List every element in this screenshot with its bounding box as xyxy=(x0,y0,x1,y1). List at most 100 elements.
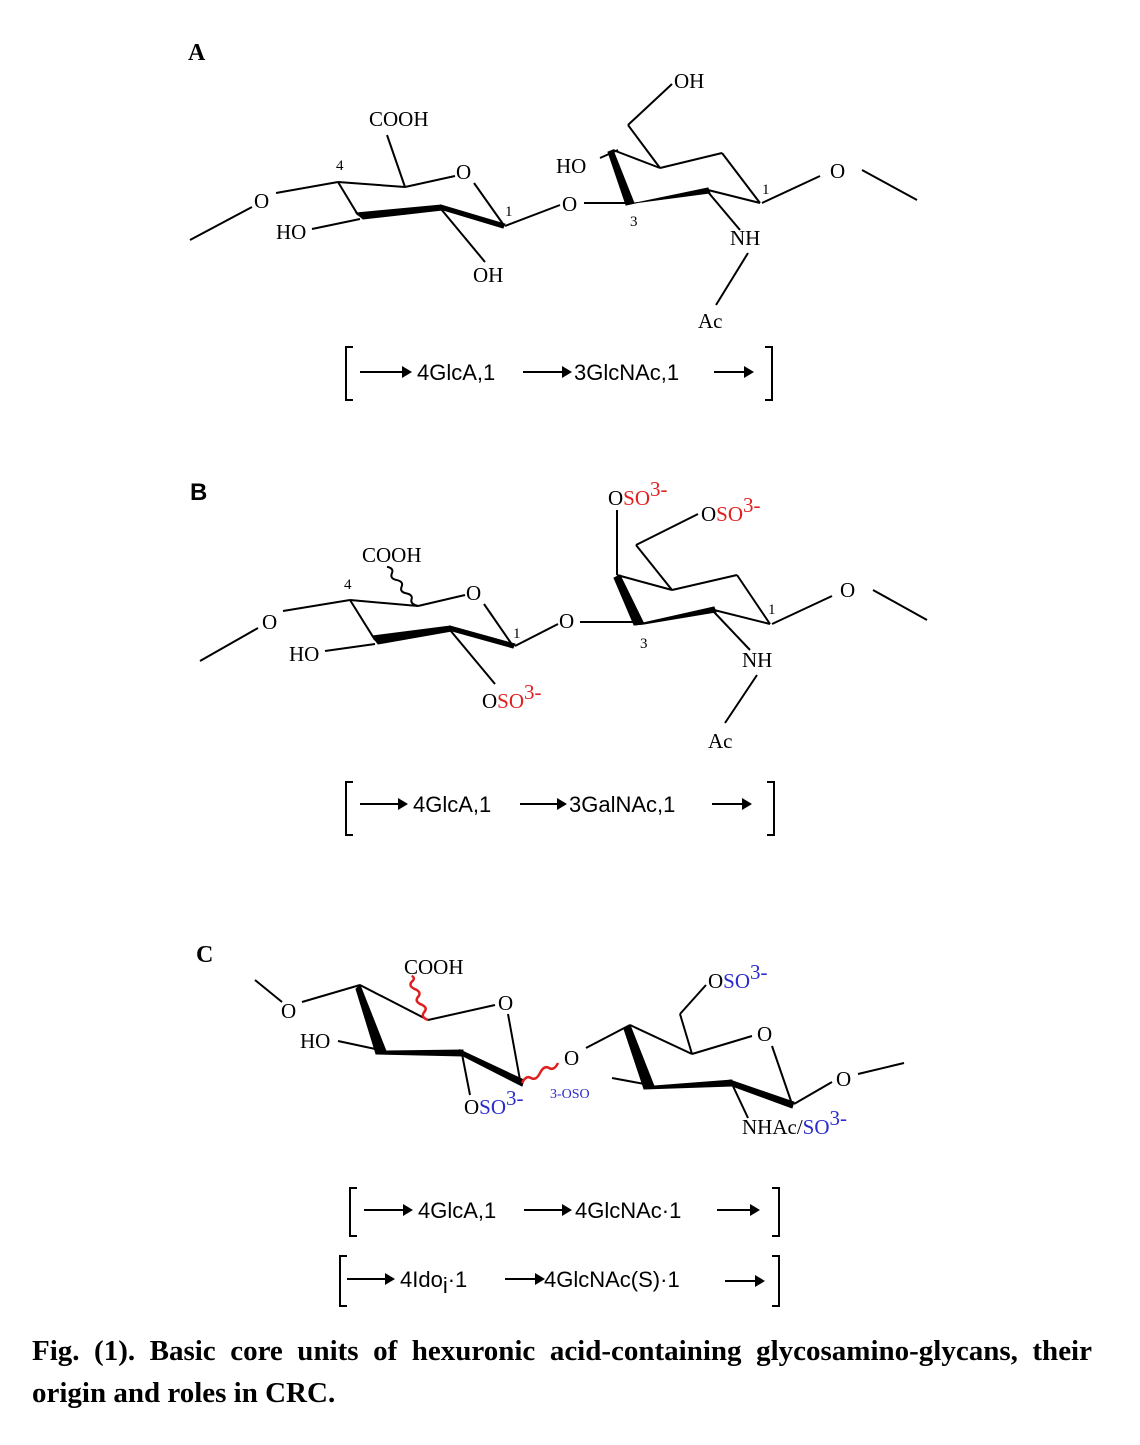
bond xyxy=(275,181,339,194)
bond xyxy=(337,181,406,188)
wedge-bond xyxy=(633,606,717,626)
atom-o: O xyxy=(482,689,497,713)
bond xyxy=(731,1083,749,1119)
bond xyxy=(629,1024,693,1055)
arrowhead xyxy=(402,366,412,378)
oso-3-label: 3-OSO xyxy=(550,1087,590,1102)
bond xyxy=(713,609,771,625)
charge: 3- xyxy=(506,1086,524,1110)
bond xyxy=(724,674,758,724)
arrowhead xyxy=(557,798,567,810)
atom-ho-left: HO xyxy=(300,1029,330,1053)
so3-group: SO xyxy=(716,502,743,526)
iduronic-subscript: i xyxy=(443,1273,448,1298)
atom-nh: NH xyxy=(730,226,760,250)
sequence-unit: 4GlcNAc(S)·1 xyxy=(544,1267,680,1292)
atom-ac: Ac xyxy=(698,309,723,333)
atom-o-link: O xyxy=(559,609,574,633)
arrowhead xyxy=(385,1273,395,1285)
bond xyxy=(427,1004,496,1021)
sequence-a: 4GlcA,1 3GlcNAc,1 xyxy=(345,346,773,401)
arrowhead xyxy=(403,1204,413,1216)
atom-o: O xyxy=(608,486,623,510)
atom-o-ring2: O xyxy=(757,1022,772,1046)
atom-o-link: O xyxy=(562,192,577,216)
bracket-right xyxy=(765,346,773,401)
oso3-ch2: OSO3- xyxy=(708,960,768,993)
bond xyxy=(721,152,761,204)
atom-oh-bottom: OH xyxy=(473,263,503,287)
so3-group: SO xyxy=(723,969,750,993)
bracket-right xyxy=(772,1255,780,1307)
bond xyxy=(386,134,406,188)
charge: 3- xyxy=(650,477,668,501)
wedge-bond xyxy=(449,625,516,649)
so3-group: SO xyxy=(623,486,650,510)
panel-c-label: C xyxy=(196,942,213,968)
arrowhead xyxy=(398,798,408,810)
sequence-unit: 3GlcNAc,1 xyxy=(574,360,679,385)
wedge-bond xyxy=(729,1079,795,1109)
arrowhead xyxy=(535,1273,545,1285)
oso-prefix: 3-OSO xyxy=(550,1087,590,1102)
bond xyxy=(659,152,723,169)
bond xyxy=(301,984,361,1003)
wedge-bond xyxy=(643,1079,733,1090)
sequence-unit: 4GlcA,1 xyxy=(418,1198,496,1223)
atom-ac: Ac xyxy=(708,729,733,753)
atom-o-ring1: O xyxy=(498,991,513,1015)
bracket-left xyxy=(349,1187,357,1237)
arrowhead xyxy=(562,366,572,378)
atom-cooh: COOH xyxy=(404,955,464,979)
bond xyxy=(861,169,918,201)
atom-o-left: O xyxy=(254,189,269,213)
bond xyxy=(612,149,661,169)
bond xyxy=(337,181,359,216)
bond xyxy=(324,643,376,652)
atom-ho-ring2: HO xyxy=(556,154,586,178)
atom-o: O xyxy=(708,969,723,993)
so3-group: SO xyxy=(479,1095,506,1119)
iduronic-link: ·1 xyxy=(448,1267,468,1292)
atom-o-right: O xyxy=(836,1067,851,1091)
bond xyxy=(483,603,514,647)
bond xyxy=(771,595,833,625)
bond xyxy=(504,204,561,227)
charge: 3- xyxy=(830,1106,848,1130)
num-1: 1 xyxy=(762,182,770,198)
bond xyxy=(282,599,351,612)
atom-oh-top: OH xyxy=(674,69,704,93)
arrowhead xyxy=(755,1275,765,1287)
bracket-left xyxy=(345,781,353,836)
oso3-bottom: OSO3- xyxy=(464,1086,524,1119)
bond xyxy=(404,175,456,188)
bond xyxy=(761,175,821,204)
atom-o-link: O xyxy=(564,1046,579,1070)
atom-o-right: O xyxy=(830,159,845,183)
wedge-bond xyxy=(375,1049,464,1057)
oso3-top: OSO3- xyxy=(608,477,668,510)
bond xyxy=(349,599,419,607)
bond xyxy=(679,1013,693,1055)
sequence-b: 4GlcA,1 3GalNAc,1 xyxy=(345,781,775,836)
oso3-ch2: OSO3- xyxy=(701,493,761,526)
bond xyxy=(199,627,259,662)
so3-group: SO xyxy=(803,1115,830,1139)
bond xyxy=(449,629,496,685)
sequence-unit: 4GlcNAc·1 xyxy=(575,1198,681,1223)
bond xyxy=(771,1045,793,1105)
sequence-unit: 3GalNAc,1 xyxy=(569,792,675,817)
atom-o-left: O xyxy=(281,999,296,1023)
sequence-unit: 4Idoi·1 xyxy=(400,1267,467,1298)
bond xyxy=(635,513,699,546)
bond xyxy=(359,984,429,1021)
atom-nh: NH xyxy=(742,648,772,672)
oso3-bottom: OSO3- xyxy=(482,680,542,713)
panel-b-label: B xyxy=(190,479,207,506)
nhac-so3: NHAc/SO3- xyxy=(742,1106,847,1139)
wavy-bond-red xyxy=(520,1062,560,1084)
charge: 3- xyxy=(750,960,768,984)
arrowhead xyxy=(742,798,752,810)
wavy-bond xyxy=(386,565,419,607)
